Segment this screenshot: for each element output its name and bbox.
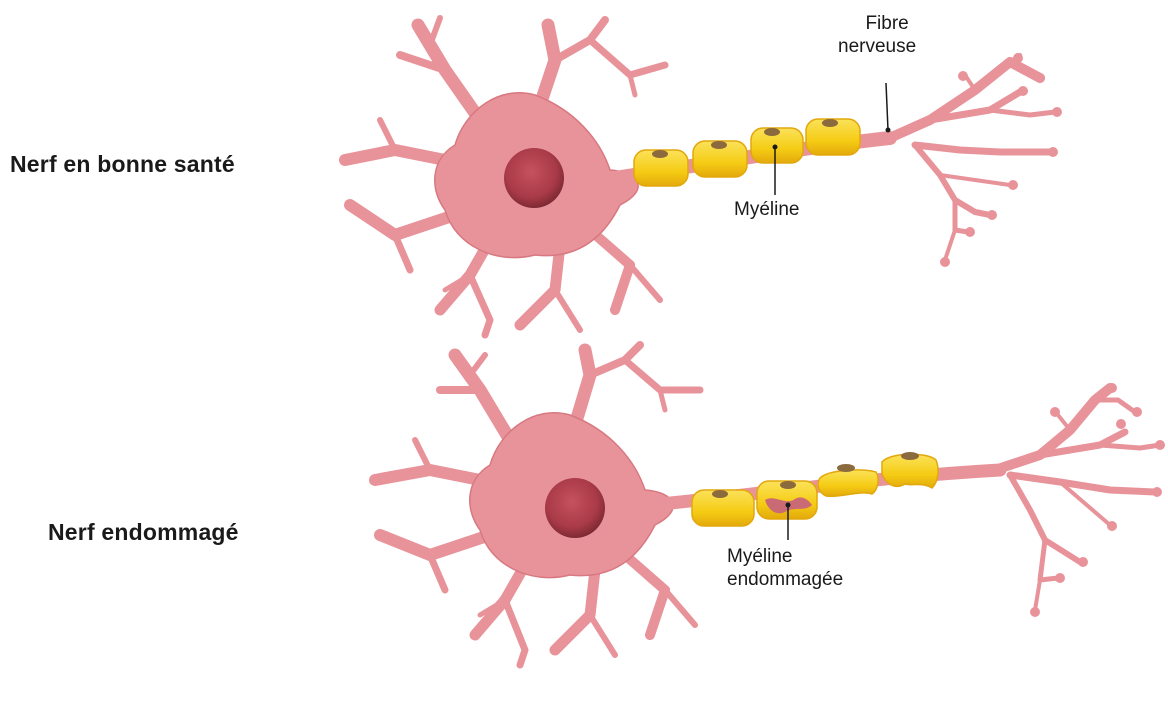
myelin-label: Myéline — [734, 198, 799, 221]
damaged-myelin-label: Myéline endommagée — [727, 545, 843, 591]
healthy-neuron — [345, 18, 1062, 335]
nerve-fiber-label: Fibre nerveuse — [838, 12, 916, 58]
healthy-nucleus — [504, 148, 564, 208]
damaged-neuron — [375, 345, 1165, 665]
damaged-myelin-sheaths — [692, 452, 938, 526]
damaged-nucleus — [545, 478, 605, 538]
fiber-callout-line — [886, 83, 888, 130]
nerve-fiber-label-line2: nerveuse — [838, 35, 916, 58]
damaged-myelin-label-line2: endommagée — [727, 568, 843, 591]
healthy-myelin-sheaths — [634, 119, 860, 186]
damaged-terminal-bulbs — [1030, 383, 1165, 617]
damaged-axon-terminals — [995, 388, 1160, 610]
healthy-terminal-bulbs — [940, 53, 1062, 267]
nerve-fiber-label-line1: Fibre — [838, 12, 916, 35]
damaged-myelin-label-line1: Myéline — [727, 545, 843, 568]
callout-dots — [773, 128, 891, 508]
